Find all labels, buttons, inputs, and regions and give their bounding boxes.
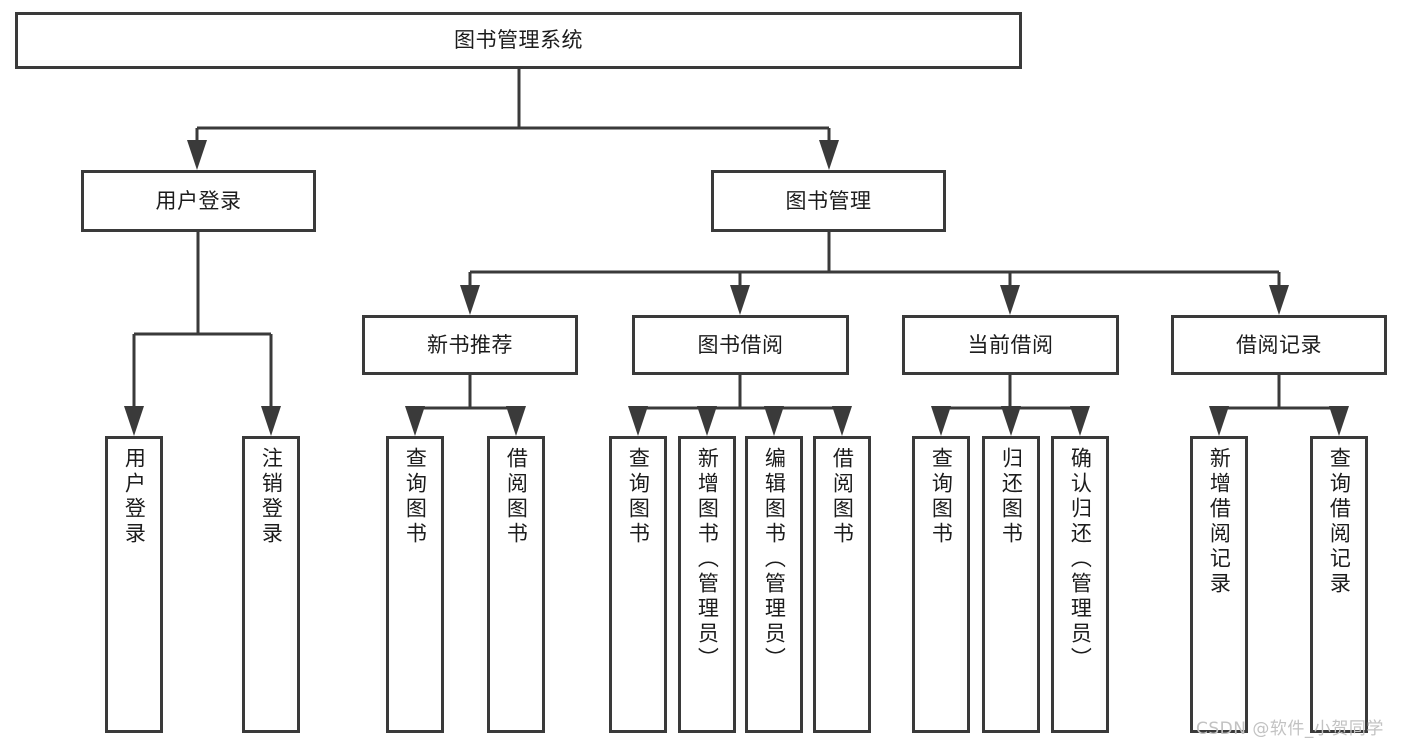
node-new-book-recommend[interactable]: 新书推荐 — [362, 315, 578, 375]
node-label: 查询借阅记录 — [1327, 447, 1352, 597]
node-leaf-logout[interactable]: 注销登录 — [242, 436, 300, 733]
node-label: 借阅记录 — [1236, 332, 1322, 357]
node-book-borrow[interactable]: 图书借阅 — [632, 315, 849, 375]
node-label: 图书管理 — [785, 188, 872, 213]
node-root-system[interactable]: 图书管理系统 — [15, 12, 1022, 69]
node-leaf-query-record[interactable]: 查询借阅记录 — [1310, 436, 1368, 733]
node-leaf-borrow-book[interactable]: 借阅图书 — [813, 436, 871, 733]
node-leaf-return-book[interactable]: 归还图书 — [982, 436, 1040, 733]
node-label: 归还图书 — [999, 447, 1024, 547]
node-leaf-query-book-cur[interactable]: 查询图书 — [912, 436, 970, 733]
node-label: 借阅图书 — [830, 447, 855, 547]
node-leaf-edit-book[interactable]: 编辑图书（管理员） — [745, 436, 803, 733]
node-label: 查询图书 — [626, 447, 651, 547]
node-label: 确认归还（管理员） — [1068, 447, 1093, 672]
node-leaf-confirm-return[interactable]: 确认归还（管理员） — [1051, 436, 1109, 733]
node-borrow-record[interactable]: 借阅记录 — [1171, 315, 1387, 375]
node-leaf-borrow-book-rec[interactable]: 借阅图书 — [487, 436, 545, 733]
node-label: 查询图书 — [403, 447, 428, 547]
node-label: 借阅图书 — [504, 447, 529, 547]
node-label: 用户登录 — [122, 447, 147, 547]
node-label: 查询图书 — [929, 447, 954, 547]
node-leaf-add-book[interactable]: 新增图书（管理员） — [678, 436, 736, 733]
node-label: 用户登录 — [155, 188, 242, 213]
node-leaf-user-login[interactable]: 用户登录 — [105, 436, 163, 733]
node-leaf-add-record[interactable]: 新增借阅记录 — [1190, 436, 1248, 733]
node-label: 图书管理系统 — [454, 28, 583, 53]
node-book-manage[interactable]: 图书管理 — [711, 170, 946, 232]
node-label: 注销登录 — [259, 447, 284, 547]
node-label: 图书借阅 — [697, 332, 784, 357]
node-leaf-query-book-rec[interactable]: 查询图书 — [386, 436, 444, 733]
node-current-borrow[interactable]: 当前借阅 — [902, 315, 1119, 375]
node-label: 新书推荐 — [427, 332, 513, 357]
node-label: 新增借阅记录 — [1207, 447, 1232, 597]
node-leaf-query-book-borrow[interactable]: 查询图书 — [609, 436, 667, 733]
node-label: 当前借阅 — [967, 332, 1054, 357]
node-label: 编辑图书（管理员） — [762, 447, 787, 672]
csdn-watermark: CSDN @软件_小贺同学 — [1196, 719, 1384, 739]
node-user-login[interactable]: 用户登录 — [81, 170, 316, 232]
node-label: 新增图书（管理员） — [695, 447, 720, 672]
